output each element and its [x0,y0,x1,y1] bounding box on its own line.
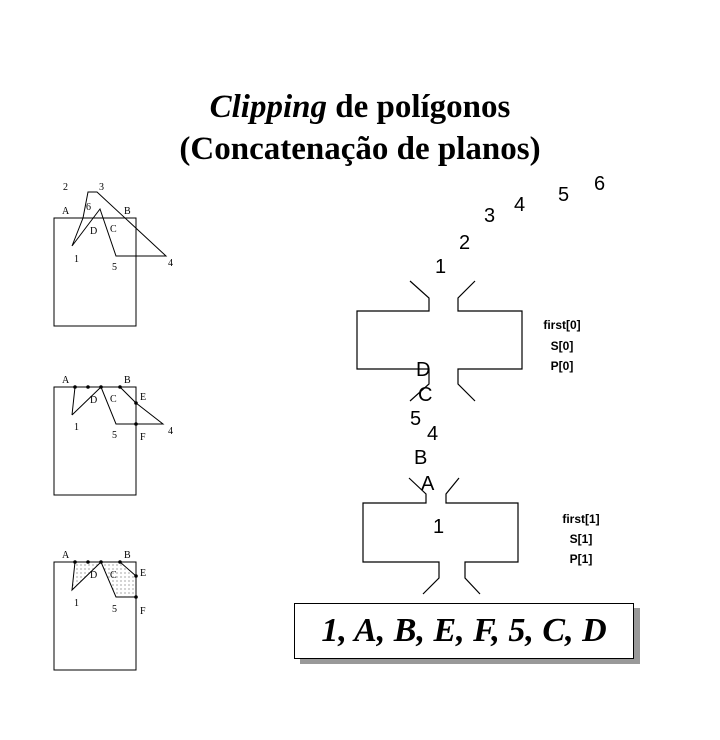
d2-label: E [140,392,146,403]
stage0-first: first[0] [543,318,580,332]
d3-label: 5 [112,604,117,615]
clip-diagram-1: 2 3 A 6 B D C 1 5 4 [53,182,173,327]
d2-label: 5 [112,430,117,441]
stream-item: D [416,359,430,381]
d1-label: 4 [168,258,173,269]
intermediate-stream: D C 5 4 B A [410,359,438,495]
input-stream: 1 2 3 4 5 6 [435,173,605,278]
d3-label: A [62,550,70,561]
stream-item: 4 [427,423,438,445]
pipeline-stage-1 [362,477,519,595]
d3-label: E [140,568,146,579]
d1-label: 3 [99,182,104,193]
d3-label: C [110,570,117,581]
d3-label: D [90,570,97,581]
title-line1: de polígonos [326,89,511,125]
d1-label: A [62,206,70,217]
d1-label: D [90,226,97,237]
d1-label: 6 [86,202,91,213]
stream-item: 5 [410,408,421,430]
d1-label: 1 [74,254,79,265]
stream-item: 4 [514,194,525,216]
title-line2: (Concatenação de planos) [179,131,541,167]
stream-item: A [421,473,435,495]
stage1-s: S[1] [570,532,593,546]
d2-label: D [90,395,97,406]
clip-diagram-3: A B E D C 1 5 F [53,550,146,671]
stream-item: B [414,447,427,469]
title-italic: Clipping [209,89,327,125]
d2-label: 4 [168,426,173,437]
stage0-s: S[0] [551,339,574,353]
stream-item: C [418,384,432,406]
stream-item: 1 [435,256,446,278]
clip-diagram-2: A B E D C 1 5 F 4 [53,375,173,496]
stream-item: 6 [594,173,605,195]
result-box: 1, A, B, E, F, 5, C, D [294,603,634,659]
stage1-first: first[1] [562,512,599,526]
d3-label: F [140,606,146,617]
stage1-p: P[1] [570,552,593,566]
d3-label: B [124,550,131,561]
stage0-p: P[0] [551,359,574,373]
d2-label: A [62,375,70,386]
d1-label: 2 [63,182,68,193]
d2-label: 1 [74,422,79,433]
pipeline-stage-0 [356,280,523,402]
stream-item: 2 [459,232,470,254]
stage1-inside: 1 [433,516,444,538]
d1-label: B [124,206,131,217]
d3-label: 1 [74,598,79,609]
d2-label: B [124,375,131,386]
stream-item: 5 [558,184,569,206]
d1-label: 5 [112,262,117,273]
d1-label: C [110,224,117,235]
d2-label: F [140,432,146,443]
page-title: Clipping de polígonos (Concatenação de p… [0,86,720,170]
d2-label: C [110,394,117,405]
stream-item: 3 [484,205,495,227]
